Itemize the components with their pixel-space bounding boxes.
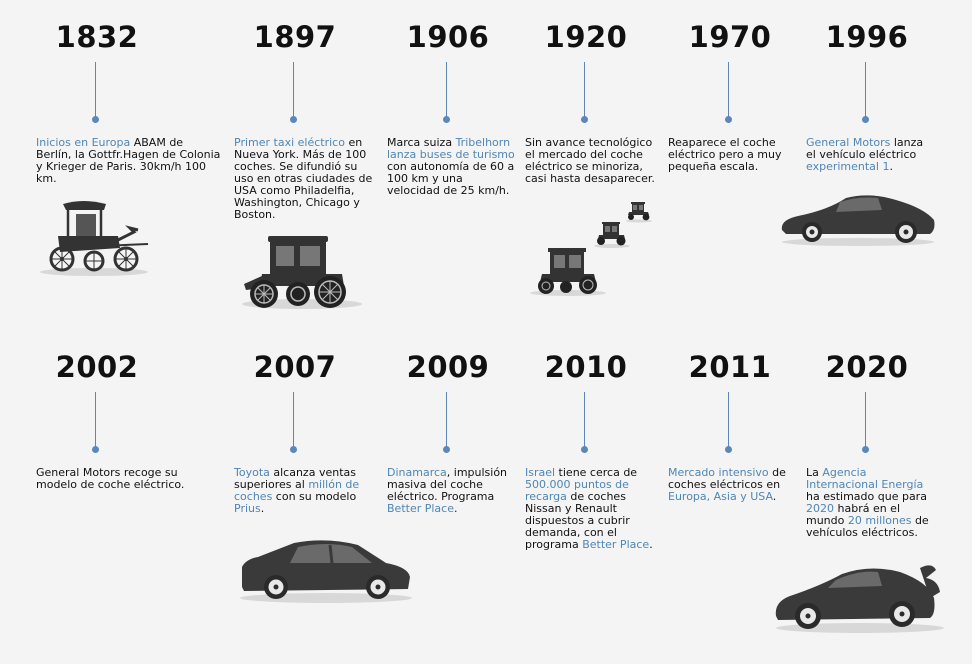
horse-carriage-icon <box>40 201 149 276</box>
antique-car-icon <box>242 236 362 309</box>
body-text: Sin avance tecnológico el mercado del co… <box>525 136 655 185</box>
timeline-connector <box>584 62 585 117</box>
event-description: Sin avance tecnológico el mercado del co… <box>525 137 660 185</box>
body-text: . <box>649 538 653 551</box>
body-text: General Motors recoge su modelo de coche… <box>36 466 185 491</box>
highlight-text: Better Place <box>582 538 650 551</box>
highlight-text: millón de coches <box>234 478 360 503</box>
timeline-connector <box>95 62 96 117</box>
body-text: . <box>889 160 893 173</box>
body-text: lanza el vehículo eléctrico <box>806 136 924 161</box>
highlight-text: Prius <box>234 502 261 515</box>
highlight-text: Mercado intensivo <box>668 466 769 479</box>
timeline-dot <box>725 446 732 453</box>
body-text: . <box>453 502 458 515</box>
timeline-connector <box>584 392 585 447</box>
event-description: General Motors recoge su modelo de coche… <box>36 467 206 491</box>
timeline-dot <box>581 116 588 123</box>
timeline-dot <box>92 116 99 123</box>
sports-car-icon <box>781 195 935 246</box>
highlight-text: Israel <box>525 466 556 479</box>
highlight-text: Toyota <box>234 466 270 479</box>
event-description: Israel tiene cerca de 500.000 puntos de … <box>525 467 660 551</box>
body-text: , impulsión masiva del coche eléctrico. … <box>387 466 508 503</box>
body-text: de vehículos eléctricos. <box>806 514 929 539</box>
year-label: 1897 <box>253 20 337 54</box>
body-text: de coches Nissan y Renault dispuestos a … <box>525 490 630 551</box>
timeline-connector <box>446 62 447 117</box>
body-text: con autonomía de 60 a 100 km y una veloc… <box>387 160 515 197</box>
timeline-connector <box>446 392 447 447</box>
highlight-text: Better Place <box>387 502 454 515</box>
year-label: 2002 <box>55 350 139 384</box>
highlight-text: General Motors <box>806 136 891 149</box>
timeline-dot <box>290 446 297 453</box>
event-description: Mercado intensivo de coches eléctricos e… <box>668 467 793 503</box>
event-description: La Agencia Internacional Energía ha esti… <box>806 467 934 539</box>
body-text: . <box>260 502 265 515</box>
timeline-dot <box>862 116 869 123</box>
year-label: 2010 <box>544 350 628 384</box>
event-description: Primer taxi eléctrico en Nueva York. Más… <box>234 137 377 221</box>
body-text: de coches eléctricos en <box>668 466 786 491</box>
body-text: Marca suiza <box>387 136 456 149</box>
highlight-text: Inicios en Europa <box>36 136 131 149</box>
highlight-text: Primer taxi eléctrico <box>234 136 345 149</box>
highlight-text: 2020 <box>806 502 834 515</box>
timeline-connector <box>293 62 294 117</box>
year-label: 1970 <box>688 20 772 54</box>
event-description: Reaparece el coche eléctrico pero a muy … <box>668 137 793 173</box>
timeline-dot <box>581 446 588 453</box>
body-text: ABAM de Berlín, la Gottfr.Hagen de Colon… <box>36 136 221 185</box>
year-label: 1996 <box>825 20 909 54</box>
timeline-dot <box>92 446 99 453</box>
highlight-text: Tribelhorn lanza buses de turismo <box>387 136 515 161</box>
highlight-text: experimental 1 <box>806 160 890 173</box>
body-text: en Nueva York. Más de 100 coches. Se dif… <box>234 136 373 221</box>
timeline-connector <box>293 392 294 447</box>
year-label: 2020 <box>825 350 909 384</box>
year-label: 1906 <box>406 20 490 54</box>
timeline-dot <box>290 116 297 123</box>
timeline-connector <box>95 392 96 447</box>
highlight-text: 20 millones <box>847 514 912 527</box>
year-label: 2011 <box>688 350 772 384</box>
highlight-text: Agencia Internacional Energía <box>806 466 924 491</box>
event-description: Inicios en Europa ABAM de Berlín, la Got… <box>36 137 221 185</box>
event-description: Marca suiza Tribelhorn lanza buses de tu… <box>387 137 519 197</box>
timeline-dot <box>725 116 732 123</box>
racing-car-icon <box>775 565 944 633</box>
body-text: alcanza ventas superiores al <box>234 466 356 491</box>
event-description: Toyota alcanza ventas superiores al mill… <box>234 467 366 515</box>
timeline-connector <box>865 392 866 447</box>
timeline-connector <box>865 62 866 117</box>
body-text: con su modelo <box>272 490 357 503</box>
timeline-dot <box>862 446 869 453</box>
year-label: 1832 <box>55 20 139 54</box>
body-text: Reaparece el coche eléctrico pero a muy … <box>668 136 782 173</box>
timeline-dot <box>443 116 450 123</box>
timeline-connector <box>728 62 729 117</box>
highlight-text: 500.000 puntos de recarga <box>525 478 629 503</box>
body-text: ha estimado que para <box>806 490 927 503</box>
body-text: . <box>772 490 777 503</box>
event-description: Dinamarca, impulsión masiva del coche el… <box>387 467 512 515</box>
highlight-text: Europa, Asia y USA <box>668 490 773 503</box>
hatchback-car-icon <box>240 540 412 603</box>
highlight-text: Dinamarca <box>387 466 447 479</box>
antique-cars-perspective-icon <box>530 202 652 296</box>
year-label: 2007 <box>253 350 337 384</box>
timeline-connector <box>728 392 729 447</box>
body-text: tiene cerca de <box>555 466 638 479</box>
timeline-dot <box>443 446 450 453</box>
year-label: 1920 <box>544 20 628 54</box>
event-description: General Motors lanza el vehículo eléctri… <box>806 137 934 173</box>
body-text: La <box>806 466 823 479</box>
year-label: 2009 <box>406 350 490 384</box>
body-text: habrá en el mundo <box>806 502 901 527</box>
